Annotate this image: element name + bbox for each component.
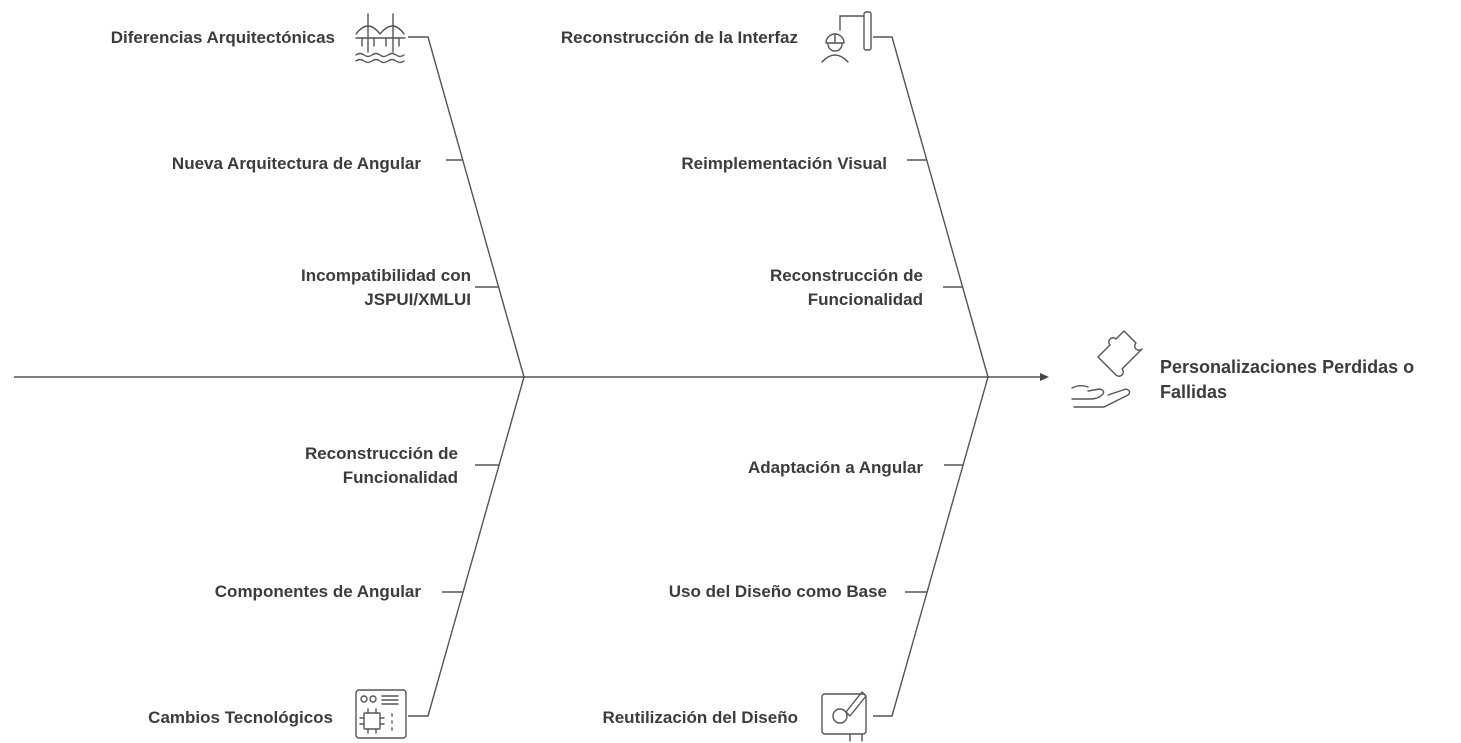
- cause-line: Funcionalidad: [807, 290, 923, 309]
- design-pen-icon: [821, 691, 867, 742]
- engineer-icon: [821, 11, 872, 63]
- cause-angular-components: Componentes de Angular: [215, 580, 421, 604]
- category-title-technological-changes: Cambios Tecnológicos: [148, 708, 333, 727]
- cause-line: Reconstrucción de: [304, 444, 458, 463]
- cause-line: Componentes de Angular: [214, 582, 421, 601]
- bone-bottom-right: [873, 376, 989, 717]
- category-title-architectural-differences: Diferencias Arquitectónicas: [110, 28, 335, 47]
- category-title-interface-reconstruction: Reconstrucción de la Interfaz: [560, 28, 798, 47]
- cause-functionality-reconstruction-bottom: Reconstrucción de Funcionalidad: [305, 442, 458, 490]
- spine-arrowhead: [1040, 373, 1049, 381]
- puzzle-hand-icon: [1071, 330, 1143, 408]
- bone-top-right: [873, 36, 989, 378]
- cause-jspui-xmlui-incompatibility: Incompatibilidad con JSPUI/XMLUI: [301, 264, 471, 312]
- bone-top-left: [408, 36, 525, 378]
- cause-visual-reimplementation: Reimplementación Visual: [681, 152, 887, 176]
- cause-line: Adaptación a Angular: [747, 458, 923, 477]
- cause-functionality-reconstruction-top: Reconstrucción de Funcionalidad: [770, 264, 923, 312]
- cause-line: Uso del Diseño como Base: [668, 582, 887, 601]
- effect-line: Fallidas: [1160, 382, 1228, 402]
- category-title-design-reuse: Reutilización del Diseño: [602, 708, 798, 727]
- cause-line: Incompatibilidad con: [300, 266, 471, 285]
- cause-line: JSPUI/XMLUI: [364, 290, 471, 309]
- cause-line: Reconstrucción de: [769, 266, 923, 285]
- cause-new-angular-architecture: Nueva Arquitectura de Angular: [172, 152, 421, 176]
- effect-label: Personalizaciones Perdidas o Fallidas: [1160, 355, 1414, 405]
- bone-bottom-left: [408, 376, 525, 717]
- cause-angular-adaptation: Adaptación a Angular: [748, 456, 923, 480]
- cause-line: Nueva Arquitectura de Angular: [171, 154, 421, 173]
- cause-design-as-base: Uso del Diseño como Base: [669, 580, 887, 604]
- bridge-icon: [355, 13, 406, 64]
- effect-line: Personalizaciones Perdidas o: [1160, 357, 1415, 377]
- chip-panel-icon: [355, 689, 407, 739]
- cause-line: Reimplementación Visual: [681, 154, 887, 173]
- cause-line: Funcionalidad: [342, 468, 458, 487]
